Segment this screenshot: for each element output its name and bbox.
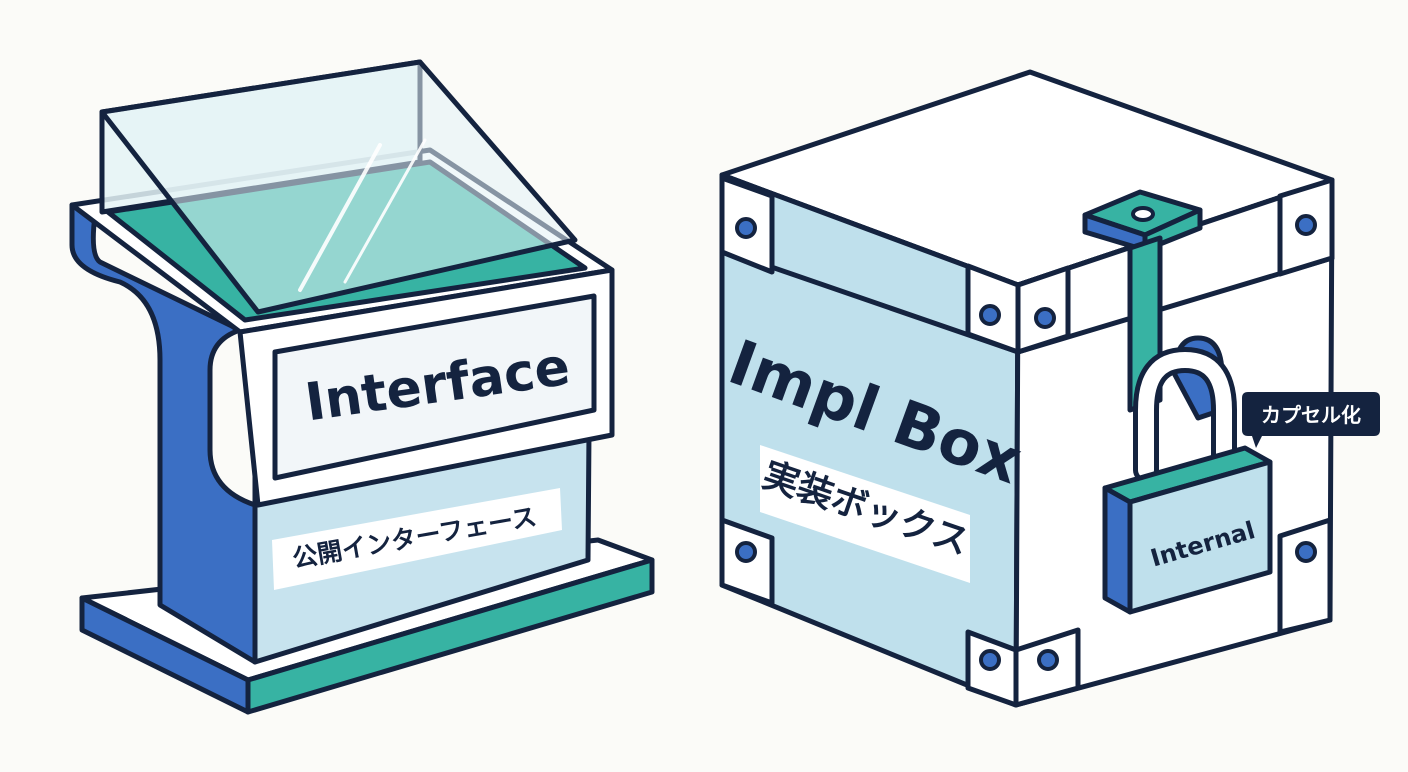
- kiosk-body-side: [69, 202, 258, 665]
- impl-subtitle-bg: [760, 445, 970, 583]
- interface-subtitle-bg: [272, 488, 562, 590]
- callout-text: カプセル化: [1261, 403, 1361, 427]
- padlock-icon: [1102, 347, 1273, 615]
- hasp-icon: [1082, 189, 1203, 413]
- interface-kiosk: Interface 公開インターフェース: [69, 59, 655, 715]
- rivet-icon: [735, 214, 1317, 671]
- interface-plate: [272, 293, 597, 481]
- impl-box: Impl Box 実装ボックス Internal: [719, 69, 1335, 708]
- glass-hood: [99, 59, 578, 315]
- encapsulation-callout: カプセル化: [1242, 392, 1380, 448]
